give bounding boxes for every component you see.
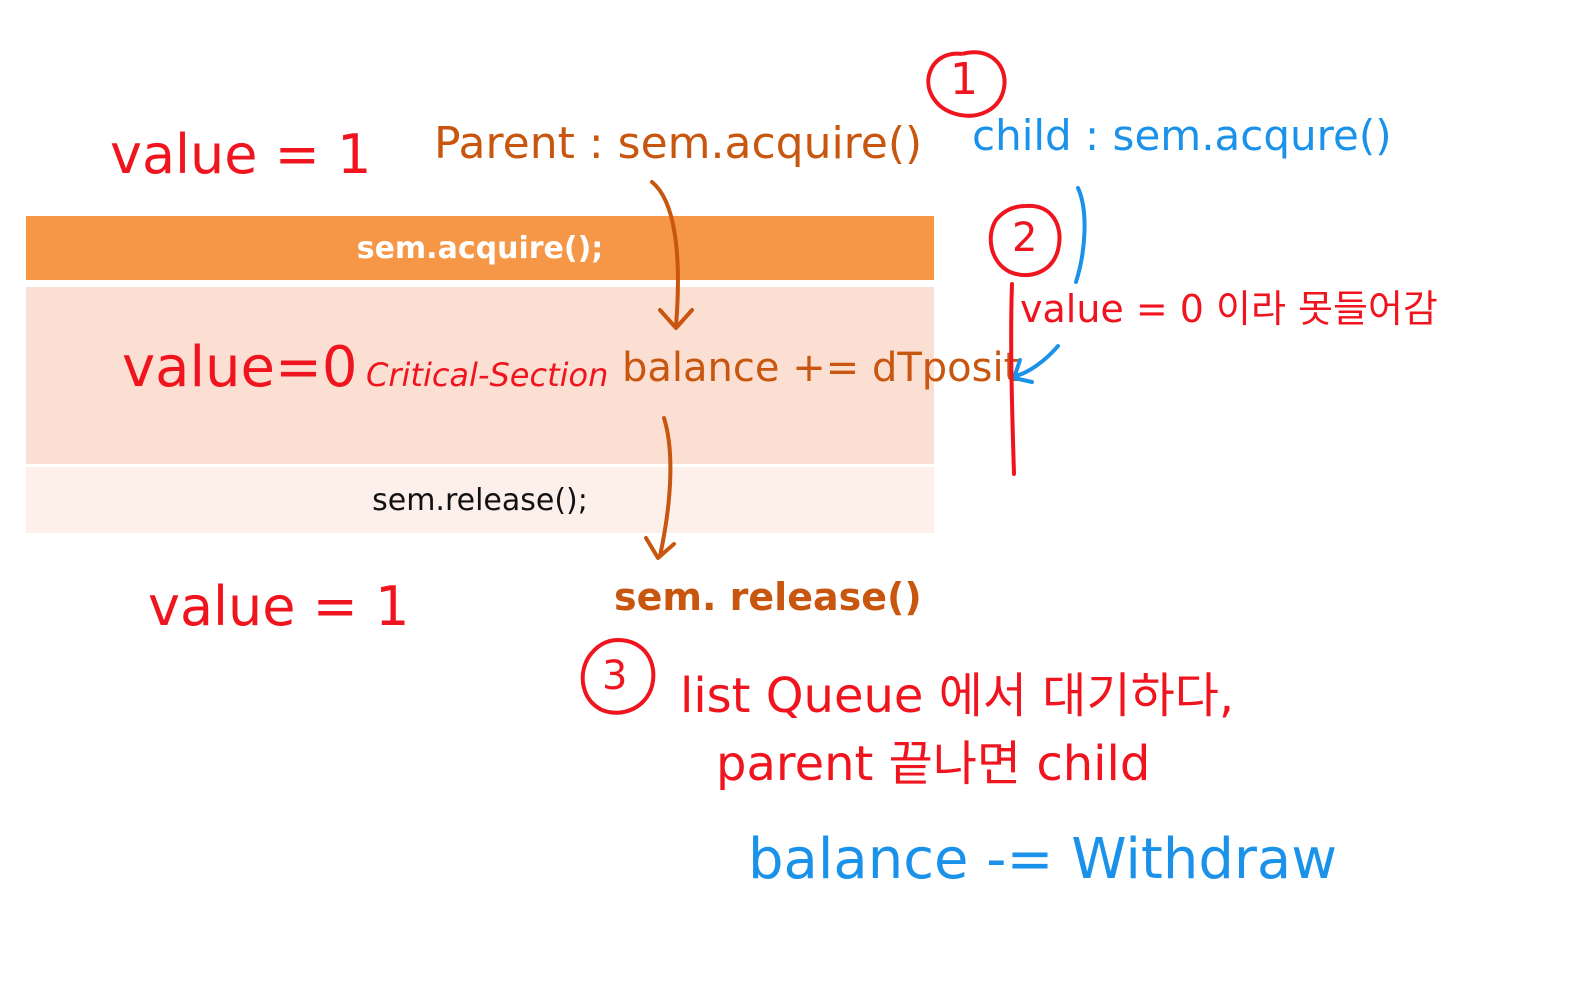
step-1-number: 1 [950, 54, 978, 105]
release-call-note: sem. release() [614, 575, 922, 619]
value-mid-note: value=0 [122, 335, 358, 400]
blocked-note: value = 0 이라 못들어감 [1020, 287, 1438, 331]
step-3-circle [580, 638, 656, 715]
step-2-number: 2 [1012, 215, 1038, 261]
child-acquire-note: child : sem.acqure() [972, 111, 1392, 160]
value-bottom-note: value = 1 [148, 575, 410, 638]
parent-entry-arrowhead [658, 308, 694, 330]
parent-exit-arrowhead [644, 536, 676, 560]
critical-section-band [26, 287, 934, 464]
acquire-band: sem.acquire(); [26, 216, 934, 280]
parent-acquire-note: Parent : sem.acquire() [434, 118, 923, 169]
release-band: sem.release(); [26, 467, 934, 533]
step-1-circle [926, 50, 1007, 118]
critical-section-label: Critical-Section [366, 356, 609, 394]
queue-note-line2: parent 끝나면 child [716, 736, 1151, 792]
child-blocked-arrowhead [1012, 358, 1034, 384]
child-blocked-arrow [1014, 344, 1060, 378]
step-2-circle [988, 203, 1062, 277]
parent-entry-arrow [650, 180, 680, 328]
acquire-code: sem.acquire(); [356, 230, 604, 266]
blocked-barrier-line [1009, 282, 1016, 476]
child-wait-line [1074, 186, 1087, 284]
deposit-note: balance += dTposit [622, 345, 1020, 391]
release-code: sem.release(); [372, 482, 588, 518]
step-3-number: 3 [602, 653, 628, 699]
parent-exit-arrow [658, 416, 673, 558]
withdraw-note: balance -= Withdraw [748, 827, 1338, 892]
queue-note-line1: list Queue 에서 대기하다, [680, 668, 1235, 724]
value-top-note: value = 1 [110, 123, 372, 186]
